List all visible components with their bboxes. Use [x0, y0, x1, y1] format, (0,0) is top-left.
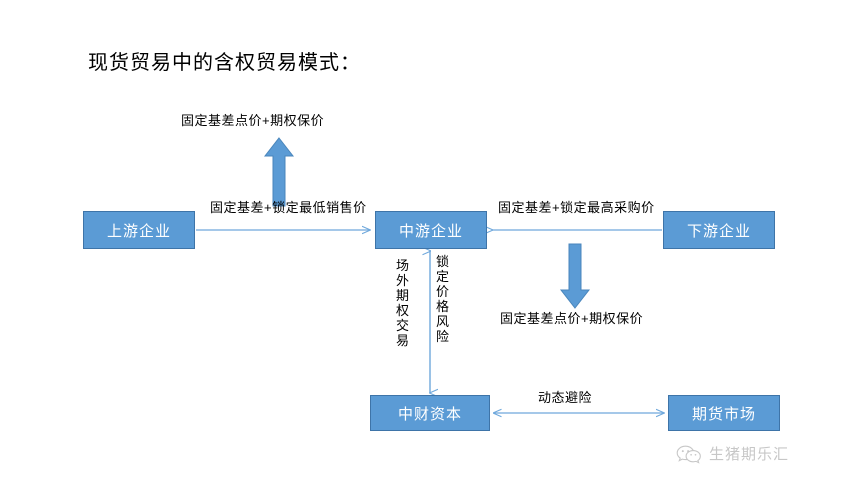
label-downstream-option-price: 固定基差点价+期权保价 — [500, 311, 644, 326]
node-futures-label: 期货市场 — [691, 405, 756, 423]
node-zhongcai-capital[interactable]: 中财资本 — [370, 395, 490, 431]
node-futures-market[interactable]: 期货市场 — [668, 395, 780, 431]
label-dynamic-hedge: 动态避险 — [538, 390, 593, 405]
label-downstream-link: 固定基差+锁定最高采购价 — [498, 200, 655, 215]
block-arrow-down — [559, 243, 591, 309]
label-top-option-price: 固定基差点价+期权保价 — [181, 113, 325, 128]
watermark: 生猪期乐汇 — [676, 443, 789, 464]
label-lock-price-risk: 锁定价格风险 — [436, 254, 452, 344]
node-upstream-enterprise[interactable]: 上游企业 — [83, 211, 195, 249]
block-arrow-up — [263, 137, 295, 207]
watermark-text: 生猪期乐汇 — [709, 446, 790, 463]
node-downstream-enterprise[interactable]: 下游企业 — [663, 211, 775, 249]
wechat-icon — [676, 445, 701, 464]
label-upstream-link: 固定基差+锁定最低销售价 — [210, 200, 367, 215]
node-capital-label: 中财资本 — [397, 405, 462, 423]
node-upstream-label: 上游企业 — [106, 222, 171, 240]
node-downstream-label: 下游企业 — [686, 222, 751, 240]
page-title: 现货贸易中的含权贸易模式： — [88, 52, 361, 74]
label-otc-option-trade: 场外期权交易 — [396, 258, 412, 348]
node-midstream-label: 中游企业 — [398, 222, 463, 240]
node-midstream-enterprise[interactable]: 中游企业 — [375, 211, 487, 249]
